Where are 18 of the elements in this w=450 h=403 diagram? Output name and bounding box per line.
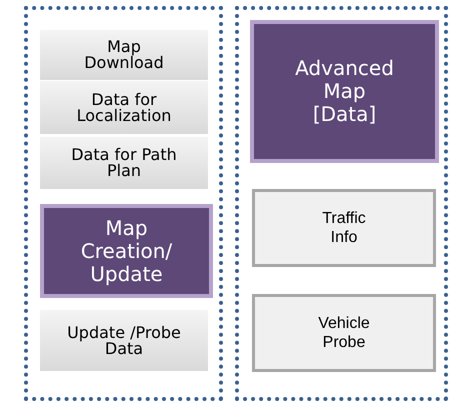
dotted-panel bbox=[235, 6, 448, 401]
highlight-box bbox=[40, 204, 213, 298]
highlight-box bbox=[250, 20, 439, 163]
box-label: Vehicle Probe bbox=[317, 314, 371, 352]
box-label: Data for Path Plan bbox=[70, 147, 178, 179]
info-box bbox=[252, 189, 436, 267]
info-box bbox=[40, 30, 208, 80]
info-box bbox=[40, 310, 208, 371]
box-label: Data for Localization bbox=[76, 92, 172, 124]
info-box bbox=[40, 81, 208, 134]
box-label: Map Creation/ Update bbox=[80, 216, 174, 286]
dotted-panel bbox=[24, 6, 223, 401]
box-label: Traffic Info bbox=[321, 208, 367, 248]
info-box bbox=[40, 137, 208, 189]
box-label: Advanced Map [Data] bbox=[294, 57, 395, 126]
box-label: Map Download bbox=[83, 39, 165, 71]
info-box bbox=[252, 294, 436, 372]
box-label: Update /Probe Data bbox=[66, 324, 182, 356]
